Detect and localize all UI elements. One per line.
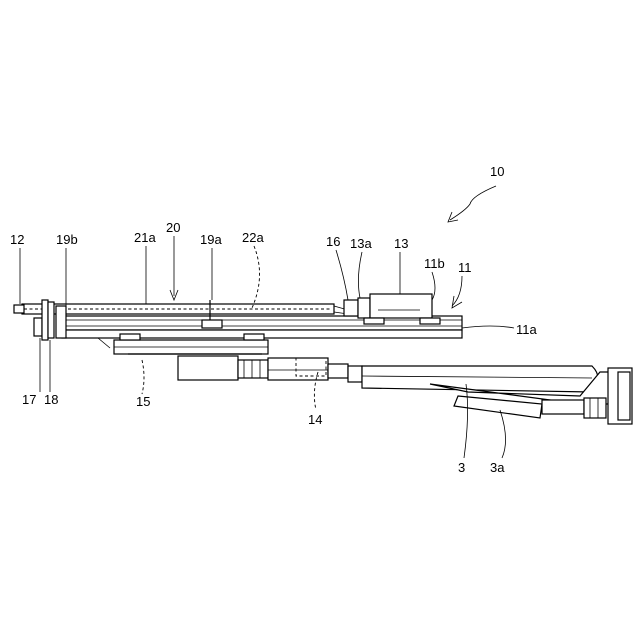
label-17: 17 [22, 392, 36, 407]
label-15: 15 [136, 394, 150, 409]
label-16: 16 [326, 234, 340, 249]
label-13a: 13a [350, 236, 372, 251]
label-11: 11 [458, 260, 472, 275]
label-22a: 22a [242, 230, 264, 245]
label-14: 14 [308, 412, 322, 427]
feed-extension [178, 356, 362, 382]
label-12: 12 [10, 232, 24, 247]
label-3: 3 [458, 460, 465, 475]
label-20: 20 [166, 220, 180, 235]
label-11a: 11a [516, 322, 537, 337]
label-19a: 19a [200, 232, 222, 247]
label-3a: 3a [490, 460, 505, 475]
label-18: 18 [44, 392, 58, 407]
label-13: 13 [394, 236, 408, 251]
label-19b: 19b [56, 232, 78, 247]
label-21a: 21a [134, 230, 156, 245]
label-11b: 11b [424, 256, 445, 271]
label-10: 10 [490, 164, 504, 179]
